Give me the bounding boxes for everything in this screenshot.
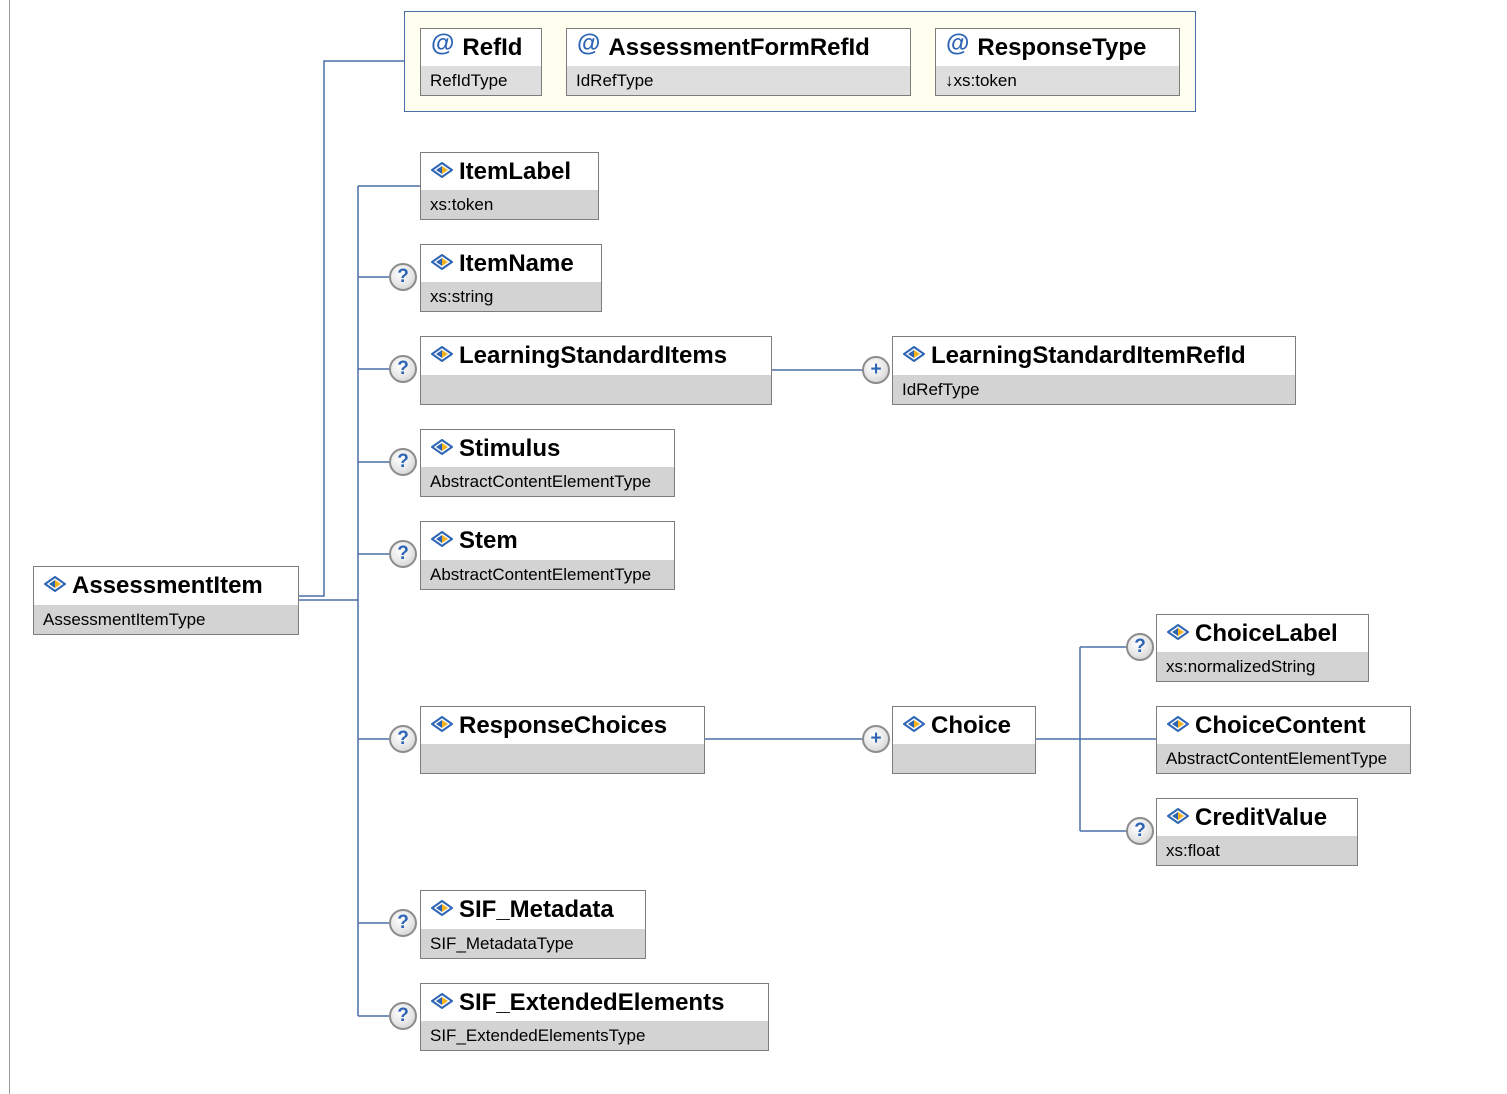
element-creditvalue[interactable]: CreditValue xs:float (1156, 798, 1358, 866)
optional-badge-icon: ? (1126, 633, 1154, 661)
element-name: Stem (459, 527, 518, 554)
element-name: Choice (931, 712, 1012, 739)
element-name: CreditValue (1195, 804, 1328, 831)
attribute-type: ↓xs:token (936, 66, 1179, 95)
element-type: xs:float (1157, 836, 1357, 865)
attribute-type: RefIdType (421, 66, 541, 95)
at-sign-icon: @ (577, 30, 601, 57)
element-stem[interactable]: Stem AbstractContentElementType (420, 521, 675, 590)
element-stimulus[interactable]: Stimulus AbstractContentElementType (420, 429, 675, 497)
element-learningstandarditems[interactable]: LearningStandardItems (420, 336, 772, 405)
element-type: xs:normalizedString (1157, 652, 1368, 681)
element-name: ChoiceLabel (1195, 620, 1338, 647)
optional-badge-icon: ? (389, 448, 417, 476)
element-type: IdRefType (893, 375, 1295, 404)
element-responsechoices[interactable]: ResponseChoices (420, 706, 705, 774)
element-diamond-icon (903, 716, 925, 732)
element-diamond-icon (1167, 624, 1189, 640)
element-name: SIF_ExtendedElements (459, 989, 725, 1016)
attribute-name: ResponseType (977, 34, 1147, 61)
element-type (421, 744, 704, 773)
element-diamond-icon (431, 900, 453, 916)
repeat-badge-icon: + (862, 725, 890, 753)
element-name: SIF_Metadata (459, 896, 614, 923)
element-type: SIF_MetadataType (421, 929, 645, 958)
element-name: LearningStandardItems (459, 342, 728, 369)
element-name: ItemName (459, 250, 574, 277)
element-diamond-icon (431, 439, 453, 455)
element-diamond-icon (431, 346, 453, 362)
optional-badge-icon: ? (389, 725, 417, 753)
element-choice[interactable]: Choice (892, 706, 1036, 774)
attribute-assessmentformrefid[interactable]: @ AssessmentFormRefId IdRefType (566, 28, 911, 96)
element-diamond-icon (431, 993, 453, 1009)
at-sign-icon: @ (946, 30, 970, 57)
attribute-type: IdRefType (567, 66, 910, 95)
at-sign-icon: @ (431, 30, 455, 57)
element-type: SIF_ExtendedElementsType (421, 1021, 768, 1050)
element-diamond-icon (431, 531, 453, 547)
element-learningstandarditemrefid[interactable]: LearningStandardItemRefId IdRefType (892, 336, 1296, 405)
element-sif-metadata[interactable]: SIF_Metadata SIF_MetadataType (420, 890, 646, 959)
optional-badge-icon: ? (389, 540, 417, 568)
element-name: AssessmentItem (72, 572, 263, 599)
element-diamond-icon (44, 576, 66, 592)
optional-badge-icon: ? (389, 909, 417, 937)
root-to-attributes-connector (298, 60, 404, 597)
element-name: Stimulus (459, 435, 561, 462)
element-type: AssessmentItemType (34, 605, 298, 634)
element-diamond-icon (903, 346, 925, 362)
left-border-rule (9, 0, 10, 1094)
element-name: ItemLabel (459, 158, 572, 185)
element-choicelabel[interactable]: ChoiceLabel xs:normalizedString (1156, 614, 1369, 682)
element-type: xs:string (421, 282, 601, 311)
optional-badge-icon: ? (389, 355, 417, 383)
element-type: xs:token (421, 190, 598, 219)
optional-badge-icon: ? (389, 263, 417, 291)
attribute-refid[interactable]: @ RefId RefIdType (420, 28, 542, 96)
optional-badge-icon: ? (389, 1002, 417, 1030)
element-sif-extendedelements[interactable]: SIF_ExtendedElements SIF_ExtendedElement… (420, 983, 769, 1051)
element-itemname[interactable]: ItemName xs:string (420, 244, 602, 312)
repeat-badge-icon: + (862, 356, 890, 384)
element-diamond-icon (431, 254, 453, 270)
element-name: LearningStandardItemRefId (931, 342, 1246, 369)
element-type: AbstractContentElementType (1157, 744, 1410, 773)
element-type (893, 744, 1035, 773)
element-assessmentitem[interactable]: AssessmentItem AssessmentItemType (33, 566, 299, 635)
element-diamond-icon (1167, 808, 1189, 824)
element-choicecontent[interactable]: ChoiceContent AbstractContentElementType (1156, 706, 1411, 774)
optional-badge-icon: ? (1126, 817, 1154, 845)
element-type (421, 375, 771, 404)
element-diamond-icon (431, 162, 453, 178)
attribute-name: AssessmentFormRefId (608, 34, 870, 61)
element-type: AbstractContentElementType (421, 467, 674, 496)
element-name: ChoiceContent (1195, 712, 1366, 739)
element-diamond-icon (1167, 716, 1189, 732)
element-itemlabel[interactable]: ItemLabel xs:token (420, 152, 599, 220)
element-diamond-icon (431, 716, 453, 732)
attribute-responsetype[interactable]: @ ResponseType ↓xs:token (935, 28, 1180, 96)
element-name: ResponseChoices (459, 712, 668, 739)
element-type: AbstractContentElementType (421, 560, 674, 589)
attribute-name: RefId (462, 34, 523, 61)
